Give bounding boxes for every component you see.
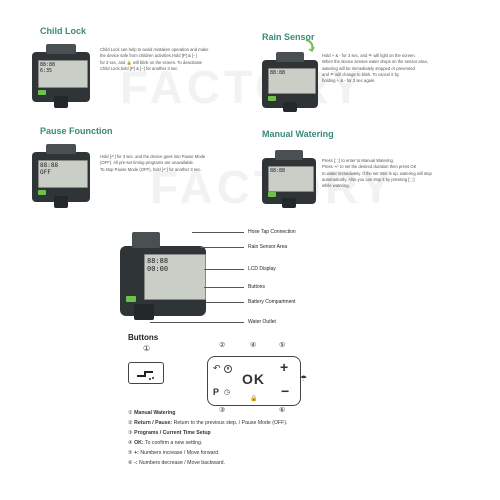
legend-item: ① Manual Watering — [128, 410, 176, 416]
return-pause-key: ↶ — [213, 363, 221, 373]
rain-sensor-description: Hold + & - for 3 sec, and ☂ will light o… — [322, 53, 428, 84]
main-device: 88:88 00:00 — [120, 232, 206, 320]
keypad: ↶ ⏸ OK + P ◷ − 🔒 — [207, 356, 301, 406]
plus-key: + — [280, 359, 289, 375]
legend-item: ⑤ +: Numbers increase / Move forward. — [128, 450, 220, 456]
callout-5: ⑤ — [279, 342, 286, 349]
arrow-icon — [305, 39, 315, 52]
legend-item: ③ Programs / Current Time Setup — [128, 430, 211, 436]
watermark: FACTORY — [120, 61, 366, 113]
rain-icon: ☂ — [300, 374, 308, 383]
ok-key: OK — [242, 371, 265, 387]
water-outlet — [134, 304, 154, 320]
manual-watering-title: Manual Watering — [262, 129, 334, 139]
hose-tap — [132, 232, 160, 248]
part-label-buttons: Buttons — [248, 284, 265, 290]
rain-sensor-title: Rain Sensor — [262, 32, 315, 42]
legend-item: ② Return / Pause: Return to the previous… — [128, 420, 288, 426]
part-label-outlet: Water Outlet — [248, 319, 276, 325]
clock-icon: ◷ — [224, 389, 231, 396]
callout-3: ③ — [219, 407, 226, 414]
main-manual-button — [126, 296, 136, 302]
child-lock-title: Child Lock — [40, 26, 87, 36]
pause-function-title: Pause Founction — [40, 126, 113, 136]
main-lcd: 88:88 00:00 — [144, 254, 206, 300]
part-label-lcd: LCD Display — [248, 266, 276, 272]
callout-4: ④ — [250, 342, 257, 349]
lock-icon: 🔒 — [250, 396, 258, 402]
part-label-rain-sensor: Rain Sensor Area — [248, 244, 288, 250]
manual-watering-key — [128, 362, 164, 384]
callout-6: ⑥ — [279, 407, 286, 414]
legend-item: ⑥ -: Numbers decrease / Move backward. — [128, 460, 225, 466]
legend-item: ④ OK: To confirm a new setting. — [128, 440, 203, 446]
callout-1: ① — [143, 344, 151, 353]
part-label-hose-tap: Hose Tap Connection — [248, 229, 296, 235]
manual-watering-device: 88:88 — [262, 150, 316, 208]
button-legend: ① Manual Watering ② Return / Pause: Retu… — [128, 408, 448, 468]
buttons-title: Buttons — [128, 333, 159, 342]
callout-2: ② — [219, 342, 226, 349]
pause-description: Hold [↶] for 3 sec. and the device goes … — [100, 154, 206, 172]
pause-icon: ⏸ — [224, 365, 232, 373]
child-lock-description: Child Lock can help to avoid mistaken op… — [100, 47, 209, 71]
watering-icon — [137, 371, 154, 380]
manual-water-button — [38, 90, 46, 95]
rain-sensor-device: 88:88 — [262, 52, 318, 112]
minus-key: − — [281, 383, 290, 399]
part-label-battery: Battery Compartment — [248, 299, 296, 305]
p-key: P — [213, 387, 220, 397]
manual-watering-description: Press [⬚] to enter to Manual Watering. P… — [322, 158, 432, 189]
